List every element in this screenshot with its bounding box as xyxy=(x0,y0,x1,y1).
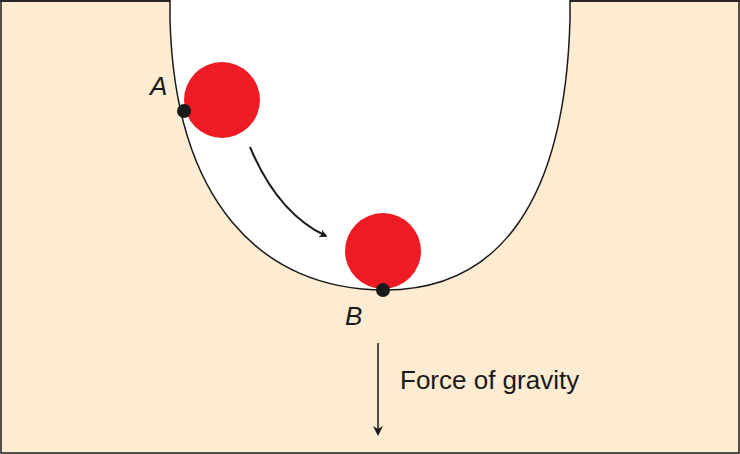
point-label: A xyxy=(150,72,167,101)
force-label: Force of gravity xyxy=(400,366,579,395)
top-edge xyxy=(0,0,170,2)
gravity-arrow xyxy=(377,343,379,434)
bowl-outline xyxy=(170,0,570,290)
bowl-cavity xyxy=(170,0,570,290)
ball xyxy=(184,62,260,138)
motion-arrow xyxy=(250,147,326,236)
top-edge xyxy=(570,0,740,2)
contact-point xyxy=(177,104,191,118)
ball xyxy=(345,213,421,289)
contact-point xyxy=(376,283,390,297)
point-label: B xyxy=(345,302,362,331)
